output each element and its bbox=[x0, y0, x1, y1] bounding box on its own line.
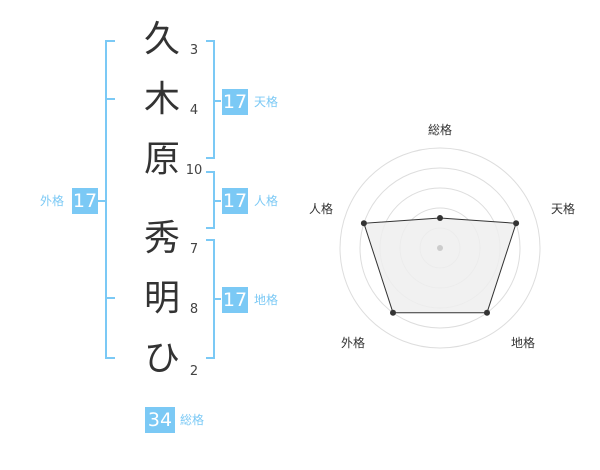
radar-axis-label-soukaku: 総格 bbox=[428, 123, 453, 137]
radar-point-2 bbox=[513, 220, 520, 227]
radar-ring-5 bbox=[339, 147, 541, 349]
name-char-1: 久 bbox=[143, 19, 180, 60]
radar-ring-4 bbox=[359, 167, 521, 329]
name-char-6: ひ bbox=[143, 338, 180, 379]
tenkaku-bracket bbox=[206, 40, 215, 159]
radar-point-4 bbox=[390, 309, 396, 316]
name-char-3: 原 bbox=[143, 139, 180, 180]
stroke-count-2: 4 bbox=[189, 103, 199, 118]
jinkaku-value-badge: 17 bbox=[222, 188, 248, 214]
stroke-count-6: 2 bbox=[189, 364, 199, 379]
chikaku-label: 地格 bbox=[254, 293, 279, 307]
radar-axis-label-gaikaku: 外格 bbox=[341, 336, 366, 350]
soukaku-value-badge: 34 bbox=[145, 407, 175, 433]
radar-point-5 bbox=[360, 220, 367, 227]
tenkaku-label: 天格 bbox=[254, 95, 279, 109]
stroke-count-3: 10 bbox=[185, 163, 203, 178]
radar-axis-label-jinkaku: 人格 bbox=[309, 202, 334, 216]
chikaku-value-badge: 17 bbox=[222, 287, 248, 313]
name-char-5: 明 bbox=[143, 278, 180, 319]
soukaku-label: 総格 bbox=[180, 413, 205, 427]
radar-point-1 bbox=[437, 215, 443, 221]
radar-center-dot bbox=[437, 245, 443, 251]
radar-axis-label-chikaku: 地格 bbox=[511, 336, 536, 350]
radar-point-3 bbox=[484, 309, 490, 316]
name-char-2: 木 bbox=[143, 79, 180, 120]
stroke-count-5: 8 bbox=[189, 302, 199, 317]
gaikaku-bracket bbox=[105, 40, 115, 359]
radar-axis-label-tenkaku: 天格 bbox=[551, 202, 576, 216]
stroke-count-1: 3 bbox=[189, 43, 199, 58]
name-char-4: 秀 bbox=[143, 218, 180, 259]
gaikaku-value-badge: 17 bbox=[72, 188, 98, 214]
gaikaku-label: 外格 bbox=[40, 194, 65, 208]
tenkaku-value-badge: 17 bbox=[222, 89, 248, 115]
stroke-count-4: 7 bbox=[189, 242, 199, 257]
jinkaku-label: 人格 bbox=[254, 194, 279, 208]
radar-polygon bbox=[363, 217, 517, 314]
